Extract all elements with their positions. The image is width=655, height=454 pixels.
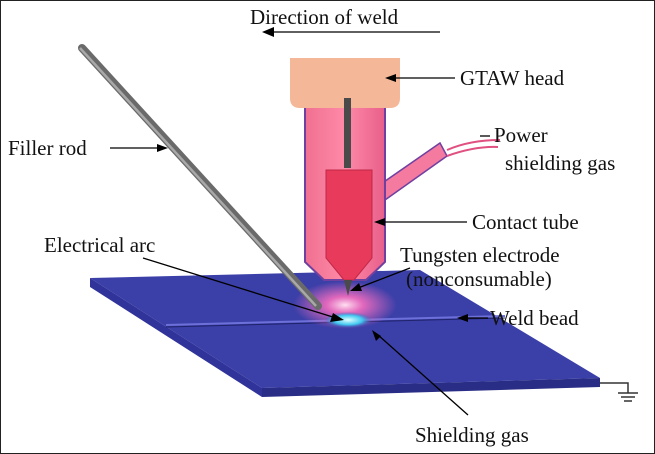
tungsten-electrode [344,98,351,168]
shielding-gas-inlet-label: shielding gas [505,151,615,175]
arc-glow [293,281,397,329]
contact-tube [325,169,373,281]
nonconsumable-label: (nonconsumable) [406,267,552,291]
gtaw-head [290,58,400,108]
leader-lines [110,27,490,416]
filler-rod-label: Filler rod [8,136,87,160]
contact-tube-label: Contact tube [472,210,579,234]
gas-inlet-pipe [377,139,501,202]
ground-icon [600,382,638,402]
tungsten-electrode-label: Tungsten electrode [400,243,560,267]
weld-bead-label: Weld bead [490,306,579,330]
direction-label: Direction of weld [250,5,399,29]
filler-rod [78,44,322,310]
gtaw-head-label: GTAW head [460,66,565,90]
shielding-gas-label: Shielding gas [415,423,529,447]
power-label: Power [494,123,548,147]
electrical-arc-label: Electrical arc [44,233,155,257]
